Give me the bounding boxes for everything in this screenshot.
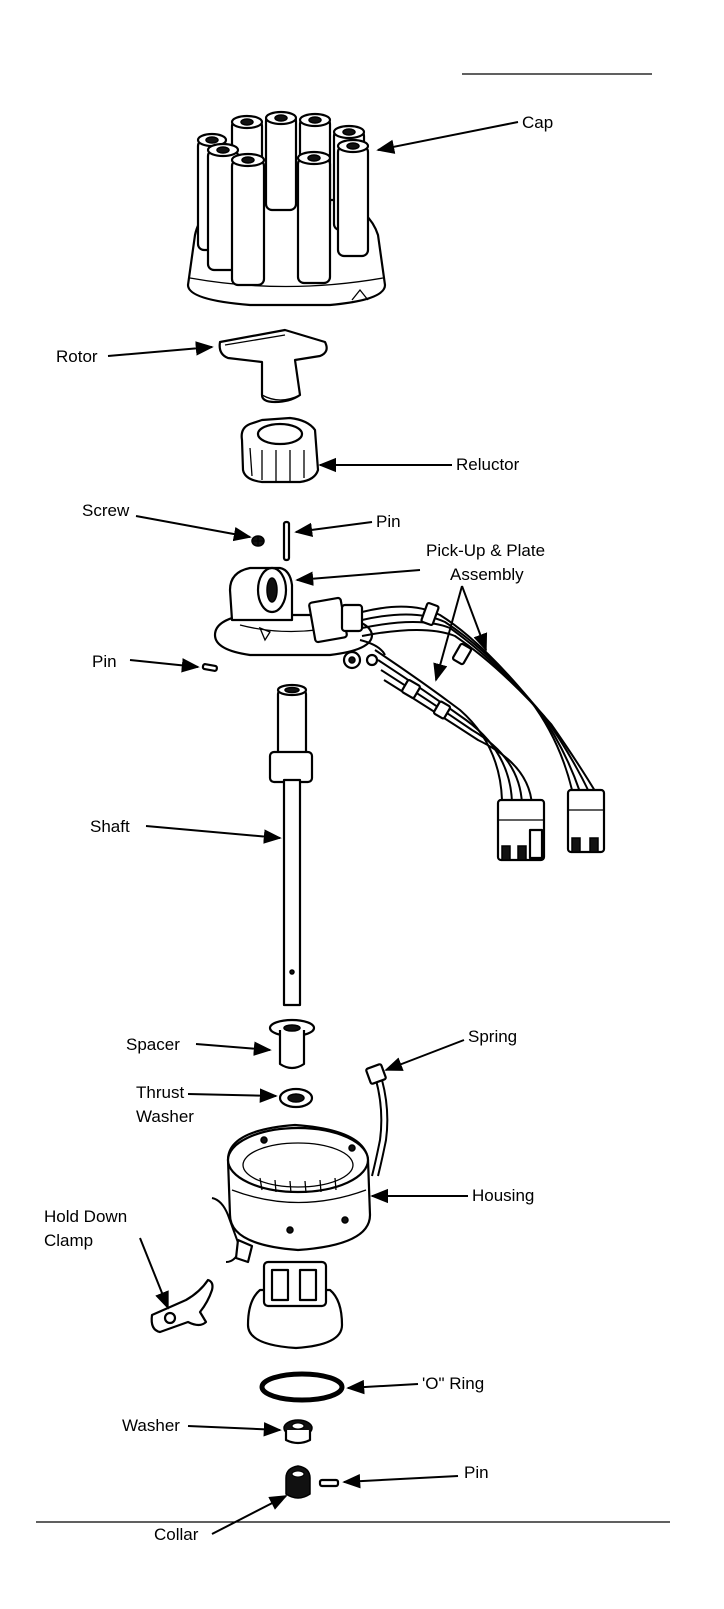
pin-bottom-leader [342,1473,459,1489]
thrust-washer-part [278,1087,314,1109]
pin-plate-label: Pin [92,652,117,671]
hold-down-clamp-part [150,1278,214,1334]
connector-left [496,798,546,862]
rotor-label: Rotor [56,347,98,366]
cap-label: Cap [522,113,553,132]
o-ring-leader [346,1379,419,1395]
collar-leader [211,1495,288,1535]
hold-down-leader [139,1237,169,1310]
hold-label-line1: Hold Down [44,1207,127,1226]
cap-part [186,110,387,307]
collar-label: Collar [154,1525,199,1544]
reluctor-part [240,416,320,484]
collar-part [285,1465,311,1499]
o-ring-part [259,1371,345,1403]
pickup-plate-part [213,566,386,670]
pin-top-part [282,520,291,562]
o-ring-label: 'O" Ring [422,1374,484,1393]
pin-plate-leader [129,658,200,673]
spacer-leader [195,1041,272,1056]
housing-part [211,1123,372,1350]
shaft-part [268,683,314,1007]
screw-leader [135,515,252,542]
shaft-label: Shaft [90,817,130,836]
pin-plate-part [201,663,219,672]
washer-label: Washer [122,1416,180,1435]
spring-leader [384,1039,465,1071]
thrust-label-line1: Thrust [136,1083,184,1102]
harness-leader-right [461,585,488,652]
thrust-label-line2: Washer [136,1107,194,1126]
pin-bottom-part [318,1478,340,1488]
spring-label: Spring [468,1027,517,1046]
shaft-leader [145,825,282,844]
spacer-label: Spacer [126,1035,180,1054]
cap-leader [376,121,519,154]
spacer-part [268,1018,316,1070]
screw-label: Screw [82,501,130,520]
reluctor-label: Reluctor [456,455,520,474]
connector-right [566,788,606,854]
hold-label-line2: Clamp [44,1231,93,1250]
pin-top-leader [294,521,373,538]
washer-part [283,1419,313,1445]
pickup-label-line1: Pick-Up & Plate [426,541,545,560]
pickup-leader [295,569,421,586]
housing-label: Housing [472,1186,534,1205]
rotor-leader [107,341,214,357]
pin-bottom-label: Pin [464,1463,489,1482]
spring-part [365,1063,389,1177]
pickup-label-line2: Assembly [450,565,524,584]
pin-top-label: Pin [376,512,401,531]
washer-leader [187,1422,282,1437]
screw-part [251,535,265,547]
thrust-washer-leader [187,1088,278,1103]
wire-harness [361,602,599,807]
rotor-part [218,328,328,404]
harness-leader-left [433,585,463,682]
